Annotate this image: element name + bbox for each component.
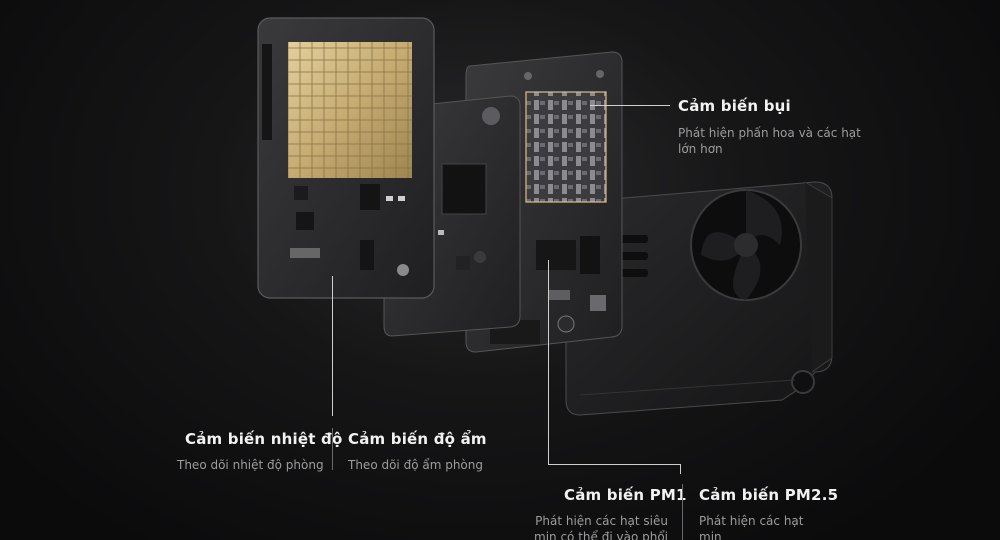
dust-sensor-label: Cảm biến bụi Phát hiện phấn hoa và các h…	[678, 97, 861, 157]
dust-sensor-desc-line2: lớn hơn	[678, 142, 723, 156]
dust-leader-line	[590, 105, 670, 106]
pm1-sensor-label: Cảm biến PM1 Phát hiện các hạt siêu mịn …	[534, 486, 687, 540]
temperature-sensor-board	[257, 17, 435, 299]
dust-sensor-desc-line1: Phát hiện phấn hoa và các hạt	[678, 126, 861, 140]
pm25-sensor-title: Cảm biến PM2.5	[699, 486, 839, 504]
humidity-sensor-desc: Theo dõi độ ẩm phòng	[348, 458, 483, 472]
temp-humidity-divider	[332, 428, 333, 470]
dust-sensor-title: Cảm biến bụi	[678, 97, 791, 115]
humidity-sensor-label: Cảm biến độ ẩm Theo dõi độ ẩm phòng	[348, 430, 487, 473]
pm1-pm25-divider	[682, 484, 683, 540]
pm1-leader-line-drop	[680, 464, 681, 474]
temperature-sensor-label: Cảm biến nhiệt độ Theo dõi nhiệt độ phòn…	[177, 430, 343, 473]
pm1-leader-line-h	[548, 464, 680, 465]
pm1-leader-line-v	[548, 260, 549, 464]
pm1-sensor-desc-line1: Phát hiện các hạt siêu	[535, 514, 668, 528]
temperature-leader-line	[332, 276, 333, 416]
pm25-sensor-label: Cảm biến PM2.5 Phát hiện các hạt mịn	[699, 486, 838, 540]
pm1-sensor-desc-line2: mịn có thể đi vào phổi	[534, 530, 668, 540]
temperature-sensor-desc: Theo dõi nhiệt độ phòng	[177, 458, 324, 472]
temperature-sensor-title: Cảm biến nhiệt độ	[185, 430, 343, 448]
fan-housing	[565, 181, 833, 416]
pm25-sensor-desc-line2: mịn	[699, 530, 722, 540]
pm25-sensor-desc-line1: Phát hiện các hạt	[699, 514, 804, 528]
humidity-sensor-title: Cảm biến độ ẩm	[348, 430, 487, 448]
pm1-sensor-title: Cảm biến PM1	[564, 486, 687, 504]
